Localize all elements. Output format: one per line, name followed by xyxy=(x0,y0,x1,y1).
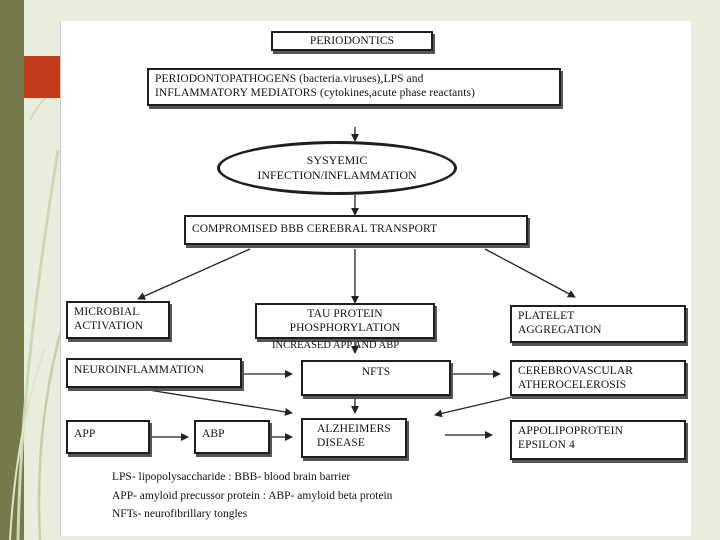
legend-line-app-abp: APP- amyloid precussor protein : ABP- am… xyxy=(112,490,393,502)
pathogens-box: PERIODONTOPATHOGENS (bacteria.viruses),L… xyxy=(147,68,561,106)
platelet-line1: PLATELET xyxy=(518,310,575,322)
apo-line2: EPSILON 4 xyxy=(518,438,575,451)
app-label: APP xyxy=(74,428,96,440)
flow-arrows xyxy=(129,127,576,441)
periodontics-label: PERIODONTICS xyxy=(309,35,395,47)
increased-app-abp-label: INCREASED APP AND ABP xyxy=(272,340,400,351)
abp-label: ABP xyxy=(202,428,225,440)
systemic-inflammation-ellipse: SYSYEMIC INFECTION/INFLAMMATION xyxy=(217,141,457,195)
alzheimers-line2: DISEASE xyxy=(317,436,365,449)
cerebro-line1: CEREBROVASCULAR xyxy=(518,365,634,377)
microbial-activation-box: MICROBIAL ACTIVATION xyxy=(66,301,170,339)
apolipoprotein-box: APPOLIPOPROTEIN EPSILON 4 xyxy=(510,420,686,460)
nfts-box: NFTS xyxy=(301,360,451,396)
tau-phosphorylation-box: TAU PROTEIN PHOSPHORYLATION xyxy=(255,303,435,339)
bbb-transport-box: COMPROMISED BBB CEREBRAL TRANSPORT xyxy=(184,215,528,245)
systemic-line2: INFECTION/INFLAMMATION xyxy=(257,168,417,182)
alzheimers-line1: ALZHEIMERS xyxy=(317,423,391,435)
legend-line-lps-bbb: LPS- lipopolysaccharide : BBB- blood bra… xyxy=(112,471,351,483)
app-box: APP xyxy=(66,420,150,454)
platelet-aggregation-box: PLATELET AGGREGATION xyxy=(510,305,686,343)
tau-line2: PHOSPHORYLATION xyxy=(289,321,401,334)
legend-line-nfts: NFTs- neurofibrillary tongles xyxy=(112,508,248,520)
microbial-line1: MICROBIAL xyxy=(74,306,140,318)
platelet-line2: AGGREGATION xyxy=(518,323,602,336)
periodontics-box: PERIODONTICS xyxy=(271,31,433,51)
abp-box: ABP xyxy=(194,420,270,454)
systemic-line1: SYSYEMIC xyxy=(306,153,368,167)
pathogens-line1: PERIODONTOPATHOGENS (bacteria.viruses),L… xyxy=(155,73,424,85)
alzheimers-disease-box: ALZHEIMERS DISEASE xyxy=(301,418,407,458)
neuroinflammation-label: NEUROINFLAMMATION xyxy=(74,364,205,376)
cerebro-line2: ATHEROCELEROSIS xyxy=(518,378,627,391)
neuroinflammation-box: NEUROINFLAMMATION xyxy=(66,358,242,388)
microbial-line2: ACTIVATION xyxy=(74,319,144,332)
bbb-label: COMPROMISED BBB CEREBRAL TRANSPORT xyxy=(192,223,438,235)
nfts-label: NFTS xyxy=(361,366,391,378)
apo-line1: APPOLIPOPROTEIN xyxy=(518,425,624,437)
pathogens-line2: INFLAMMATORY MEDIATORS (cytokines,acute … xyxy=(155,86,475,99)
cerebrovascular-box: CEREBROVASCULAR ATHEROCELEROSIS xyxy=(510,360,686,396)
tau-line1: TAU PROTEIN xyxy=(307,308,383,320)
